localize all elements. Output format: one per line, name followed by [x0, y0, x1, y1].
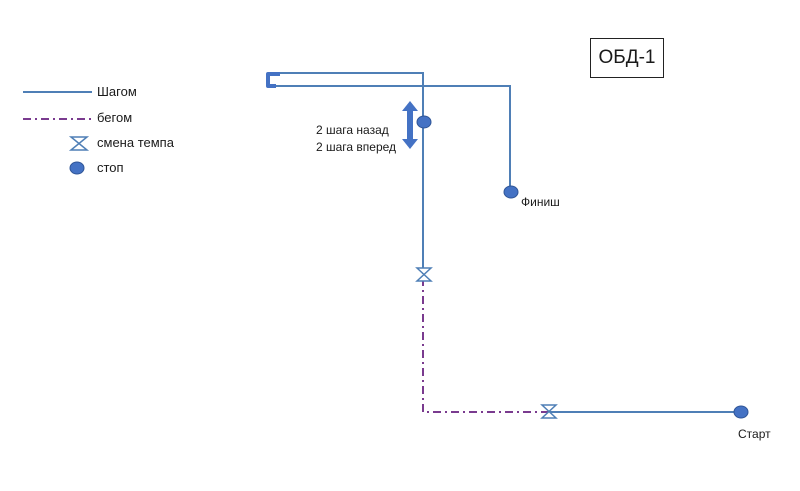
legend: Шагом бегом смена темпа стоп — [23, 84, 175, 175]
pace-change-marker-bottom — [540, 404, 558, 419]
finish-label: Финиш — [521, 195, 560, 209]
pace-change-marker-top — [415, 267, 433, 282]
double-arrow-icon — [402, 101, 418, 149]
stop-marker-finish — [503, 185, 519, 199]
route — [266, 72, 749, 419]
start-label: Старт — [738, 427, 771, 441]
legend-walk-label: Шагом — [97, 84, 137, 99]
legend-stop-label: стоп — [97, 160, 124, 175]
stop-marker-midroute — [416, 115, 432, 129]
route-walk-segment-return — [274, 85, 511, 192]
stop-marker-start — [733, 405, 749, 419]
u-turn-icon — [266, 72, 280, 88]
route-run-segment — [422, 274, 549, 413]
legend-run-label: бегом — [97, 110, 132, 125]
legend-pace-change-icon — [68, 136, 90, 151]
steps-back-label: 2 шага назад — [316, 123, 389, 137]
route-walk-segment-main — [279, 72, 424, 274]
steps-forward-label: 2 шага вперед — [316, 140, 396, 154]
diagram-title: ОБД-1 — [590, 38, 664, 78]
legend-stop-icon — [69, 161, 85, 175]
legend-pace-change-label: смена темпа — [97, 135, 175, 150]
